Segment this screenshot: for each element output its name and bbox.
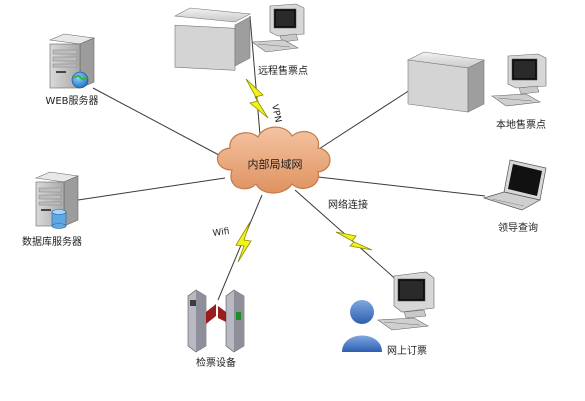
db-server: 数据库服务器 (22, 171, 82, 248)
remote-office-label: 远程售票点 (258, 64, 308, 77)
local-office: 本地售票点 (406, 51, 547, 131)
link-db-server (77, 177, 226, 201)
link-leader (317, 176, 486, 197)
equipment-box-icon (406, 51, 486, 113)
web-server: WEB服务器 (45, 33, 99, 107)
online-booking: 网上订票 (342, 271, 435, 357)
lightning-wifi (235, 221, 252, 263)
web-server-label: WEB服务器 (45, 94, 98, 107)
local-office-label: 本地售票点 (496, 118, 546, 131)
globe-icon (71, 71, 89, 89)
computer-icon (251, 3, 305, 53)
equipment-box-icon (173, 7, 252, 71)
leader-query: 领导查询 (482, 159, 547, 234)
online-label: 网上订票 (387, 345, 427, 357)
link-local-office (304, 89, 411, 159)
db-server-label: 数据库服务器 (22, 235, 82, 248)
leader-label: 领导查询 (498, 221, 538, 234)
globe-land (73, 75, 88, 81)
ticket-gate: 检票设备 (187, 289, 245, 369)
link-gate (217, 194, 263, 301)
link-web-server (92, 87, 233, 163)
vpn-label: VPN (269, 104, 283, 124)
remote-office: 远程售票点 (173, 3, 308, 77)
net-label: 网络连接 (328, 198, 368, 211)
lightning-vpn (245, 78, 269, 119)
computer-icon (491, 53, 547, 107)
laptop-icon (482, 159, 547, 211)
lan-label: 内部局域网 (248, 157, 303, 171)
lan-cloud: 内部局域网 (216, 126, 331, 194)
database-icon (51, 209, 67, 229)
gate-icon (187, 289, 245, 353)
gate-label: 检票设备 (196, 356, 236, 369)
wifi-label: Wifi (212, 227, 230, 239)
computer-icon (377, 271, 435, 331)
lightning-net (335, 231, 373, 251)
user-icon (342, 300, 382, 352)
link-remote-office (249, 15, 261, 136)
